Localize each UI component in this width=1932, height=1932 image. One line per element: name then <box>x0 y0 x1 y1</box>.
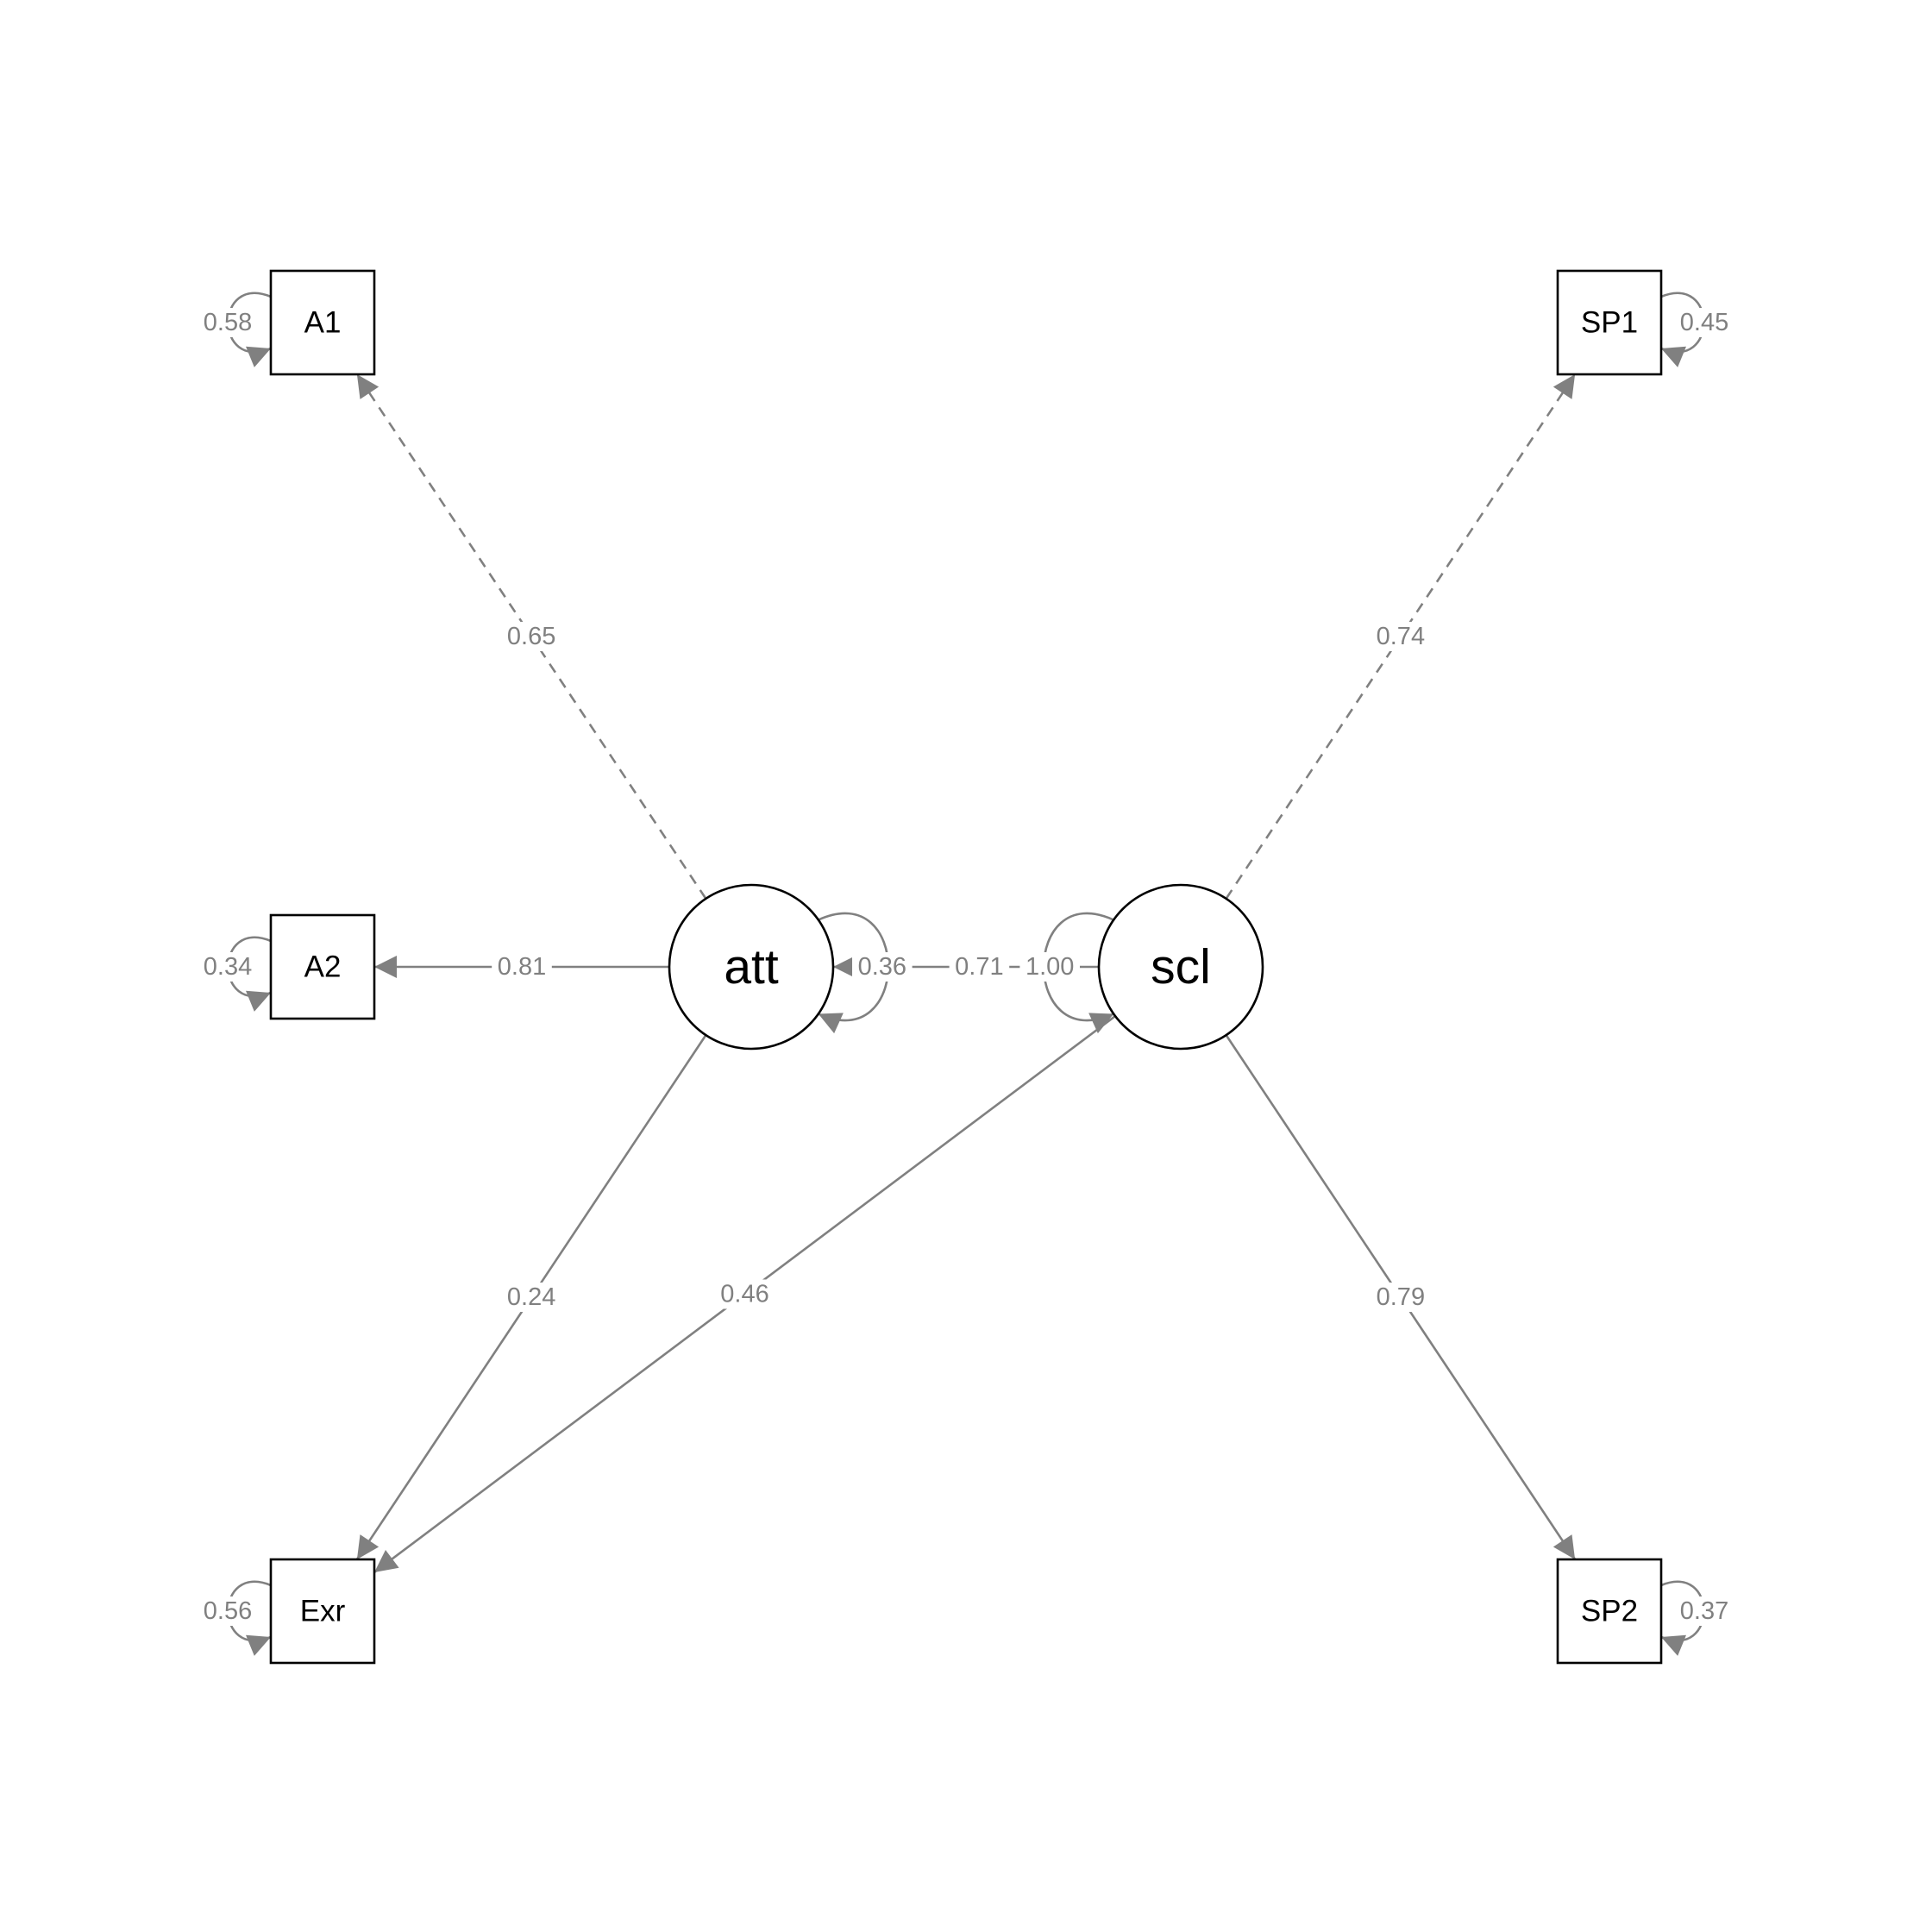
residual-label-A1-bg <box>198 308 258 337</box>
manifest-box-SP2 <box>1556 1558 1663 1665</box>
covariance-label-scl-att: 0.71 <box>949 952 1010 982</box>
residual-label-A1-text: 0.58 <box>204 309 252 336</box>
residual-label-att: 0.36 <box>852 952 913 982</box>
residual-label-SP1-text: 0.45 <box>1680 309 1728 336</box>
node-scl: scl <box>1097 883 1264 1051</box>
residual-label-Exr-text: 0.56 <box>204 1597 252 1625</box>
residual-label-att-text: 0.36 <box>858 953 906 981</box>
node-Exr: Exr <box>269 1558 376 1665</box>
loading-label-att-Exr-text: 0.24 <box>507 1283 555 1311</box>
residual-label-att-bg <box>852 952 913 982</box>
manifest-box-A1 <box>269 269 376 376</box>
node-SP1: SP1 <box>1556 269 1663 376</box>
residual-label-scl-bg <box>1019 952 1080 982</box>
residual-label-SP2-text: 0.37 <box>1680 1597 1728 1625</box>
node-label-SP2: SP2 <box>1581 1595 1638 1628</box>
covariance-label-scl-att-text: 0.71 <box>955 953 1003 981</box>
manifest-box-Exr <box>269 1558 376 1665</box>
covariance-label-scl-att-bg <box>949 952 1010 982</box>
loading-label-att-A1-text: 0.65 <box>507 623 555 650</box>
manifest-box-A2 <box>269 913 376 1020</box>
edge-label-layer: 0.65 0.81 0.24 0.46 0.74 0.79 0.71 0.58 0.34 0.56… <box>198 308 1734 1626</box>
residual-label-A1: 0.58 <box>198 308 258 337</box>
residual-label-scl: 1.00 <box>1019 952 1080 982</box>
node-label-scl: scl <box>1151 939 1211 994</box>
node-label-Exr: Exr <box>300 1595 346 1628</box>
residual-label-SP2: 0.37 <box>1674 1596 1734 1626</box>
residual-label-A2-text: 0.34 <box>204 953 252 981</box>
loading-label-scl-Exr-bg <box>714 1279 775 1309</box>
residual-label-A2-bg <box>198 952 258 982</box>
loading-label-att-A2-text: 0.81 <box>498 953 546 981</box>
loading-label-att-A2-bg <box>492 952 552 982</box>
residual-label-scl-text: 1.00 <box>1026 953 1074 981</box>
latent-circle-att <box>668 883 835 1051</box>
loading-label-scl-Exr: 0.46 <box>714 1279 775 1309</box>
loading-label-att-A2: 0.81 <box>492 952 552 982</box>
node-label-att: att <box>724 939 779 994</box>
loading-label-scl-SP1-bg <box>1371 621 1431 651</box>
node-label-SP1: SP1 <box>1581 306 1638 340</box>
latent-circle-scl <box>1097 883 1264 1051</box>
node-label-A1: A1 <box>304 306 342 340</box>
node-label-A2: A2 <box>304 950 342 984</box>
loading-label-att-A1: 0.65 <box>501 621 561 651</box>
loading-label-scl-SP2-text: 0.79 <box>1377 1283 1425 1311</box>
manifest-box-SP1 <box>1556 269 1663 376</box>
residual-label-SP1: 0.45 <box>1674 308 1734 337</box>
residual-label-A2: 0.34 <box>198 952 258 982</box>
residual-label-SP1-bg <box>1674 308 1734 337</box>
node-SP2: SP2 <box>1556 1558 1663 1665</box>
loading-label-scl-SP1-text: 0.74 <box>1377 623 1425 650</box>
node-A2: A2 <box>269 913 376 1020</box>
residual-label-SP2-bg <box>1674 1596 1734 1626</box>
loading-label-att-Exr-bg <box>501 1283 561 1313</box>
node-att: att <box>668 883 835 1051</box>
loading-label-att-Exr: 0.24 <box>501 1283 561 1313</box>
residual-label-Exr-bg <box>198 1596 258 1626</box>
loading-label-scl-SP2-bg <box>1371 1283 1431 1313</box>
loading-label-scl-Exr-text: 0.46 <box>720 1280 768 1308</box>
loading-label-scl-SP1: 0.74 <box>1371 621 1431 651</box>
loading-label-scl-SP2: 0.79 <box>1371 1283 1431 1313</box>
node-A1: A1 <box>269 269 376 376</box>
residual-label-Exr: 0.56 <box>198 1596 258 1626</box>
loading-label-att-A1-bg <box>501 621 561 651</box>
